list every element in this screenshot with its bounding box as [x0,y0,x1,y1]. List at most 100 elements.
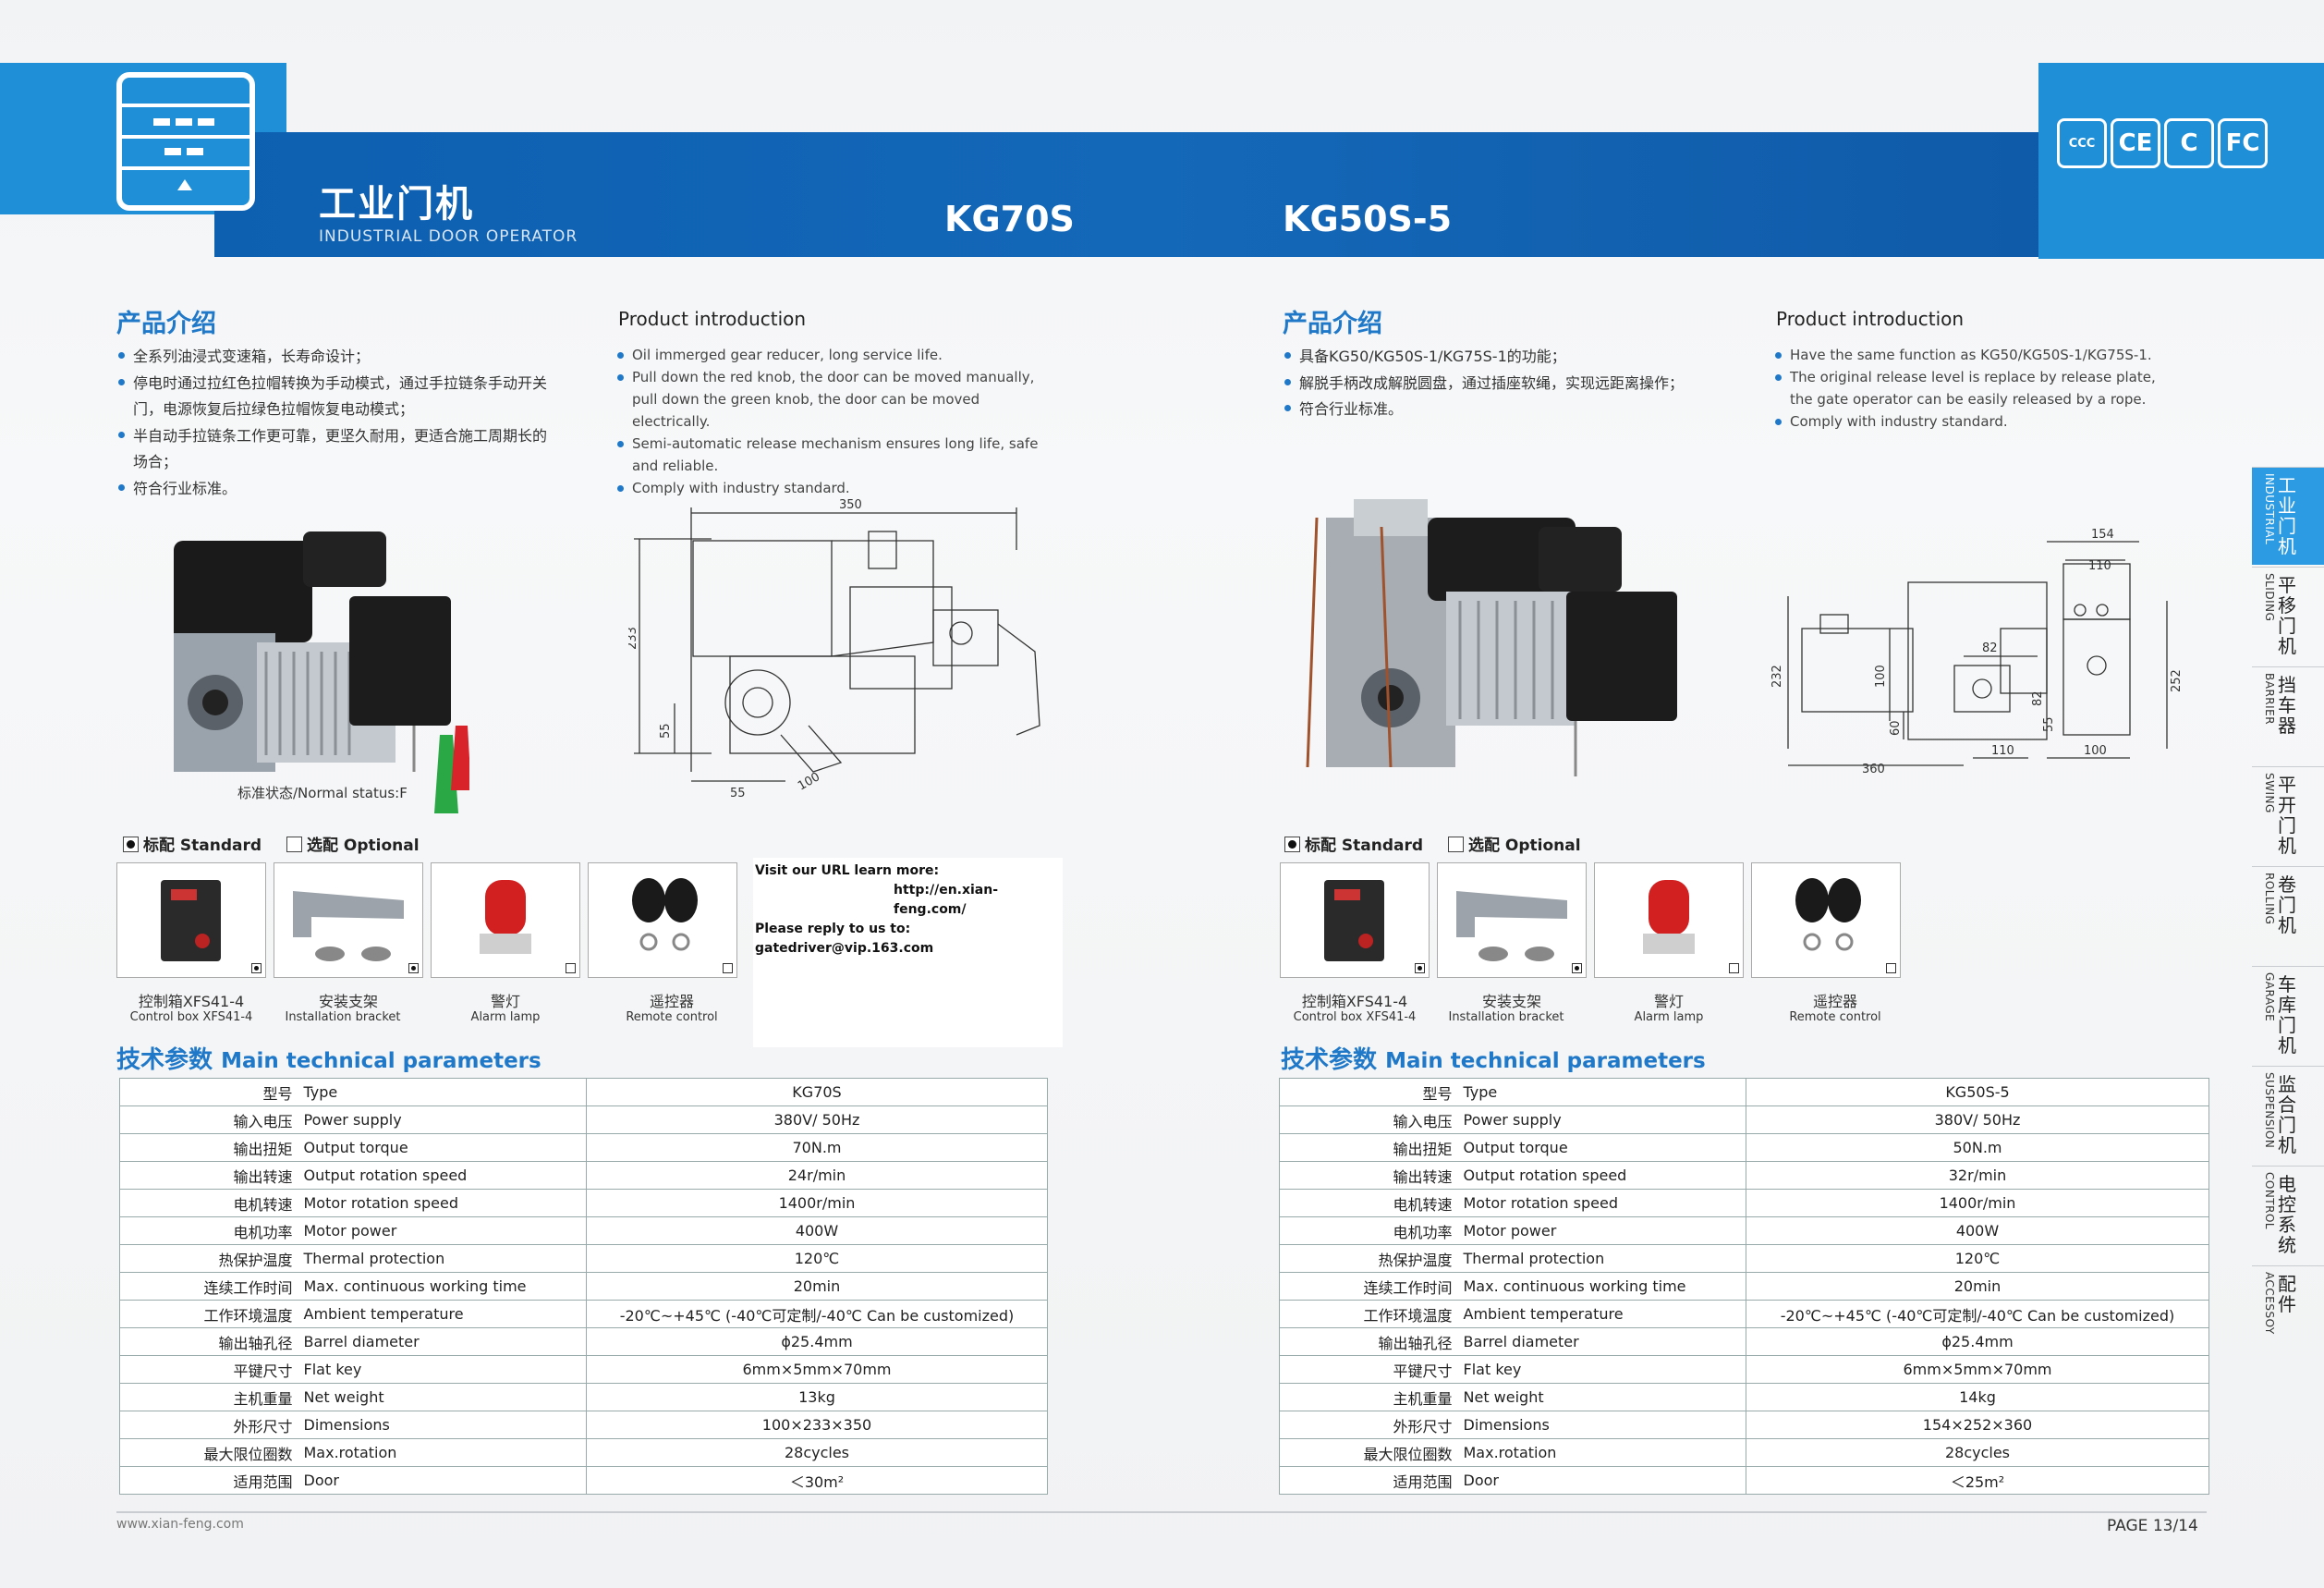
param-value: 1400r/min [586,1189,1048,1217]
control-box-thumb [1280,862,1430,978]
dim-100: 100 [796,770,822,793]
visit-note: Visit our URL learn more: http://en.xian… [753,858,1063,1047]
acc-label-cn: 安装支架 [1481,993,1541,1010]
param-label-cn: 工作环境温度 [119,1300,300,1328]
sidebar-tab-label-cn: 平移门机 [2278,574,2296,657]
param-label-cn: 输入电压 [1279,1105,1460,1134]
model-left-title: KG70S [944,199,1075,239]
dim-154: 154 [2091,528,2114,542]
list-item: Comply with industry standard. [615,477,1059,499]
acc-label-en: Control box XFS41-4 [1293,1010,1417,1024]
standard-marker-icon [1572,963,1582,973]
dim-233: 233 [628,627,639,650]
optional-marker-icon [723,963,733,973]
visit-url-link[interactable]: http://en.xian-feng.com/ [894,883,999,917]
sidebar-tab-label-en: GARAGE [2263,972,2276,1022]
checkbox-checked-icon [123,837,139,852]
remote-control-thumb [1751,862,1901,978]
dim-100-bottom: 100 [2084,744,2107,758]
param-label-cn: 电机转速 [119,1189,300,1217]
right-intro-cn-title: 产品介绍 [1283,310,1382,338]
c-tick-cert-icon: C [2164,118,2214,168]
dim-55-vertical: 55 [659,723,673,739]
param-value: 400W [586,1216,1048,1245]
standard-marker-icon [408,963,419,973]
param-label-en: Max. continuous working time [299,1272,587,1301]
param-value: 120℃ [1746,1244,2209,1273]
ce-cert-icon: CE [2111,118,2160,168]
footer-divider [116,1511,2207,1513]
dim-110-bottom: 110 [1991,744,2014,758]
visit-email-line[interactable]: Please reply to us to: gatedriver@vip.16… [755,922,934,956]
list-item: 符合行业标准。 [1283,397,1726,423]
param-label-en: Max.rotation [1459,1438,1746,1467]
param-label-en: Dimensions [299,1411,587,1439]
param-label-en: Max.rotation [299,1438,587,1467]
acc-label-cn: 警灯 [1653,993,1684,1010]
alarm-lamp-thumb [1594,862,1744,978]
param-label-en: Motor power [1459,1216,1746,1245]
sidebar-tab-label-cn: 配件 [2278,1273,2296,1315]
param-label-en: Net weight [1459,1383,1746,1411]
param-label-cn: 主机重量 [1279,1383,1460,1411]
param-label-en: Output torque [299,1133,587,1162]
param-value: 50N.m [1746,1133,2209,1162]
param-label-cn: 连续工作时间 [119,1272,300,1301]
params-title-left: 技术参数 Main technical parameters [116,1046,541,1074]
fc-cert-icon: FC [2218,118,2268,168]
list-item: Oil immerged gear reducer, long service … [615,344,1059,366]
param-label-en: Output rotation speed [299,1161,587,1190]
standard-marker-icon [1415,963,1425,973]
param-label-en: Flat key [1459,1355,1746,1384]
param-value: 1400r/min [1746,1189,2209,1217]
acc-label-en: Remote control [1789,1010,1881,1024]
param-value: ＜25m² [1746,1466,2209,1495]
param-label-cn: 外形尺寸 [1279,1411,1460,1439]
param-label-en: Type [299,1078,587,1106]
param-label-en: Ambient temperature [1459,1300,1746,1328]
param-value: 28cycles [586,1438,1048,1467]
param-label-cn: 输出转速 [1279,1161,1460,1190]
standard-marker-icon [251,963,262,973]
right-intro-en-title: Product introduction [1776,308,1965,330]
optional-marker-icon [1729,963,1739,973]
param-label-en: Power supply [299,1105,587,1134]
header-right-block [2038,63,2324,259]
param-label-cn: 适用范围 [119,1466,300,1495]
param-label-cn: 输出扭矩 [1279,1133,1460,1162]
param-label-cn: 最大限位圈数 [1279,1438,1460,1467]
param-value: KG70S [586,1078,1048,1106]
left-intro-en-list: Oil immerged gear reducer, long service … [615,344,1059,499]
dim-252: 252 [2170,669,2181,692]
param-label-en: Thermal protection [299,1244,587,1273]
legend-optional-right: 选配 Optional [1448,832,1581,855]
param-value: 380V/ 50Hz [586,1105,1048,1134]
dim-55: 55 [2042,716,2056,732]
param-label-en: Motor power [299,1216,587,1245]
footer-url[interactable]: www.xian-feng.com [116,1517,244,1532]
sidebar-tab-label-cn: 车库门机 [2278,973,2296,1057]
dim-360: 360 [1862,763,1885,776]
param-value: 13kg [586,1383,1048,1411]
normal-status-label: 标准状态/Normal status:F [237,785,408,801]
